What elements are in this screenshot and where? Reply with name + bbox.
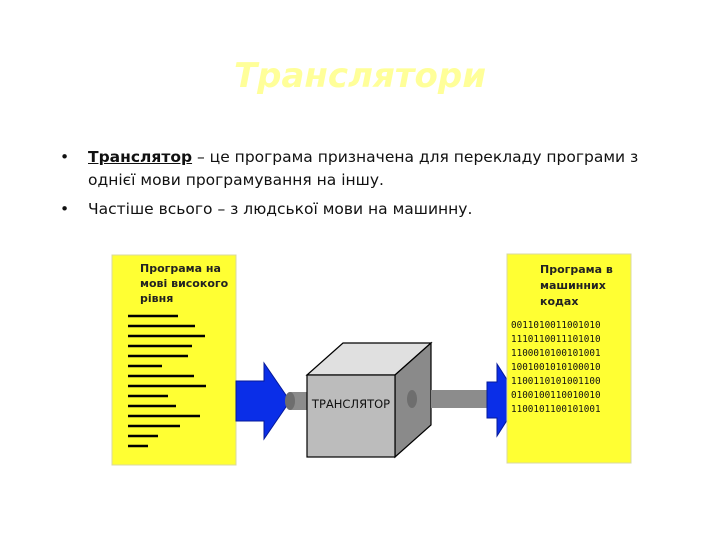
source-code-lines: [128, 314, 206, 448]
bullet-dot-icon: •: [60, 200, 70, 218]
target-document-caption: Програма в машинних кодах: [540, 263, 617, 308]
source-caption-line-1: Програма на: [140, 262, 221, 275]
target-caption-line-2: машинних: [540, 279, 606, 292]
translator-box: ТРАНСЛЯТОР: [305, 341, 433, 459]
target-caption-line-3: кодах: [540, 295, 578, 308]
target-caption-line-1: Програма в: [540, 263, 613, 276]
translator-box-front: [306, 374, 396, 458]
slide-title: Транслятори: [233, 56, 487, 96]
source-caption-line-3: рівня: [140, 292, 173, 305]
machine-code-line: 0100100110010010: [511, 390, 601, 401]
machine-code-line: 0011010011001010: [511, 320, 601, 331]
bullet-list: • Транслятор – це програма призначена дл…: [58, 146, 668, 227]
bullet-text: Частіше всього – з людської мови на маши…: [88, 200, 473, 218]
output-pipe-body: [431, 390, 491, 408]
machine-code-line: 1001001010100010: [511, 362, 601, 373]
source-document-page: [111, 254, 237, 466]
machine-code-line: 1110110011101010: [511, 334, 601, 345]
bullet-dot-icon: •: [60, 148, 70, 166]
translator-box-label: ТРАНСЛЯТОР: [311, 397, 390, 411]
bullet-term: Транслятор: [88, 148, 193, 166]
bullet-item: • Транслятор – це програма призначена дл…: [58, 146, 668, 192]
bullet-text: – це програма призначена для перекладу п…: [88, 148, 639, 189]
source-document: Програма на мові високого рівня: [111, 254, 237, 466]
input-pipe-end: [285, 392, 295, 410]
input-arrow-icon: [235, 361, 291, 441]
source-caption-line-2: мові високого: [140, 277, 229, 290]
machine-code-line: 1100110101001100: [511, 376, 601, 387]
bullet-item: • Частіше всього – з людської мови на ма…: [58, 198, 668, 221]
target-document-page: [506, 253, 632, 464]
machine-code-line: 1100010100101001: [511, 348, 601, 359]
target-document: Програма в машинних кодах 00110100110010…: [506, 253, 632, 464]
output-pipe-end: [407, 390, 417, 408]
machine-code-line: 1100101100101001: [511, 404, 601, 415]
output-pipe: [407, 390, 491, 408]
machine-code-block: 0011010011001010 1110110011101010 110001…: [511, 320, 606, 415]
source-document-caption: Програма на мові високого рівня: [140, 262, 232, 305]
